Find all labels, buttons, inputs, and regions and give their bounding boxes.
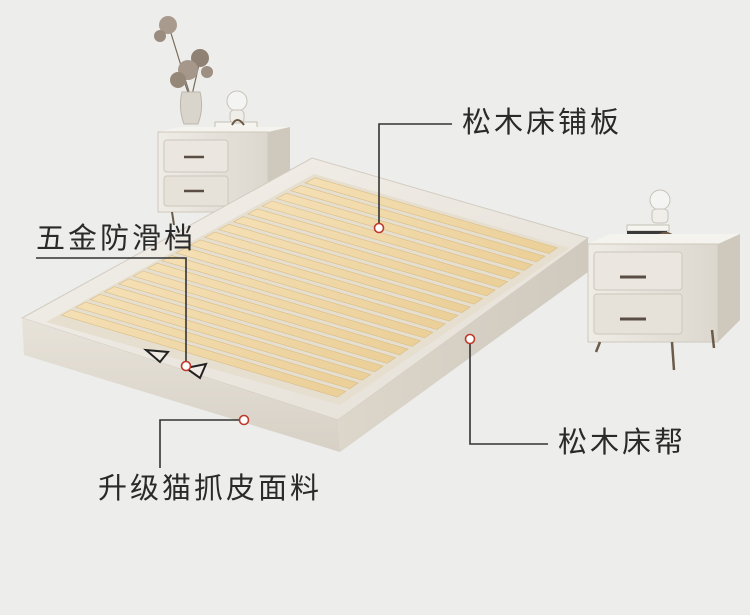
slat	[60, 309, 347, 398]
marker-slats	[373, 222, 385, 234]
right-nightstand	[587, 189, 740, 371]
slat	[304, 177, 559, 254]
marker-anti-slip	[180, 360, 192, 372]
slat	[261, 200, 521, 280]
anti-slip-bracket	[142, 348, 208, 380]
slat	[247, 208, 509, 288]
slat	[175, 247, 447, 330]
slat	[290, 185, 546, 263]
callout-lines	[36, 123, 548, 468]
left-nightstand	[154, 16, 290, 226]
slat	[146, 262, 422, 347]
slat	[275, 192, 534, 271]
callout-label-anti-slip: 五金防滑档	[36, 221, 197, 255]
bed-frame	[20, 157, 590, 452]
slat	[103, 286, 384, 373]
slat	[232, 216, 496, 297]
callout-label-slats: 松木床铺板	[462, 105, 623, 139]
flower-vase	[154, 16, 213, 125]
callout-label-fabric: 升级猫抓皮面料	[98, 471, 323, 505]
slat	[118, 278, 397, 364]
slat	[204, 231, 471, 313]
marker-side-rail	[464, 333, 476, 345]
slat	[75, 301, 359, 389]
callout-markers	[180, 222, 476, 426]
callout-label-side-rail: 松木床帮	[558, 425, 687, 459]
pine-slats	[60, 177, 559, 398]
slat	[189, 239, 459, 322]
marker-fabric	[238, 414, 250, 426]
slat	[218, 224, 484, 305]
slat	[132, 270, 409, 356]
slat	[89, 294, 372, 381]
